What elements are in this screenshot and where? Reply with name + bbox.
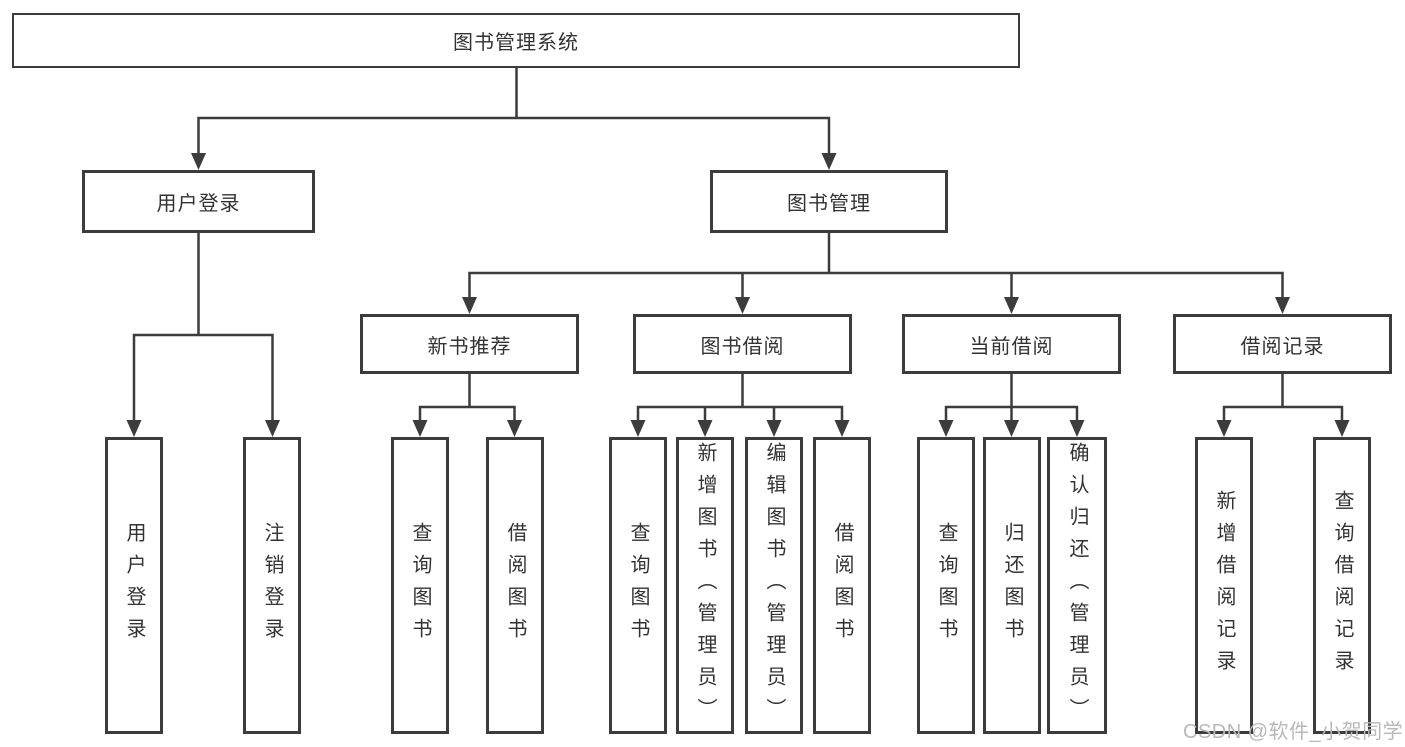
csdn-watermark: CSDN @软件_小贺同学 [1183,721,1404,743]
arrowhead-down-icon [1275,297,1290,314]
arrowhead-down-icon [126,420,142,437]
leaf-query-books-current: 查询图书 [917,437,975,734]
leaf-confirm-return-admin: 确认归还（管理员） [1047,437,1107,734]
node-label: 查询图书 [935,521,957,650]
arrowhead-down-icon [265,420,280,437]
node-new-book-recommend: 新书推荐 [360,314,579,374]
node-label: 归还图书 [1001,521,1023,650]
leaf-query-borrow-record: 查询借阅记录 [1313,437,1371,734]
arrowhead-down-icon [1334,420,1350,437]
leaf-user-login: 用户登录 [105,437,163,734]
arrowhead-down-icon [1069,420,1085,437]
node-label: 图书借阅 [700,335,785,358]
arrowhead-down-icon [1004,297,1019,314]
connector-userlogin-to-leaves [126,233,280,437]
arrowhead-down-icon [191,153,206,170]
node-label: 注销登录 [261,521,283,650]
node-label: 用户登录 [156,193,241,215]
connector-current-to-leaves [938,374,1085,437]
node-label: 当前借阅 [969,335,1054,358]
leaf-query-books-borrowing: 查询图书 [609,437,667,734]
node-current-borrowing: 当前借阅 [902,314,1121,374]
leaf-logout: 注销登录 [243,437,301,734]
node-label: 查询图书 [627,521,649,650]
node-label: 借阅记录 [1240,335,1325,358]
node-label: 新增借阅记录 [1213,489,1235,682]
arrowhead-down-icon [735,297,750,314]
leaf-add-borrow-record: 新增借阅记录 [1195,437,1253,734]
node-label: 图书管理 [787,193,871,215]
connector-borrow-to-leaves [630,374,850,437]
connector-root-to-level2 [191,68,837,170]
arrowhead-down-icon [462,297,477,314]
arrowhead-down-icon [821,153,837,170]
node-label: 新书推荐 [427,335,512,358]
node-book-borrowing: 图书借阅 [633,314,852,374]
node-label: 借阅图书 [831,521,853,650]
arrowhead-down-icon [697,420,713,437]
node-library-management-system: 图书管理系统 [12,13,1020,68]
node-label: 图书管理系统 [453,32,579,54]
arrowhead-down-icon [1216,420,1232,437]
node-label: 查询图书 [409,521,431,650]
arrowhead-down-icon [938,420,954,437]
node-label: 确认归还（管理员） [1066,441,1088,730]
node-label: 用户登录 [123,521,145,650]
node-label: 编辑图书（管理员） [763,441,785,730]
node-label: 查询借阅记录 [1331,489,1353,682]
arrowhead-down-icon [834,420,850,437]
leaf-add-book-admin: 新增图书（管理员） [676,437,734,734]
leaf-borrow-books-recommend: 借阅图书 [486,437,544,734]
leaf-edit-book-admin: 编辑图书（管理员） [745,437,803,734]
node-label: 新增图书（管理员） [694,441,716,730]
connector-bookmgmt-to-level3 [462,233,1290,314]
node-label: 借阅图书 [504,521,526,650]
arrowhead-down-icon [507,420,522,437]
leaf-query-books-recommend: 查询图书 [391,437,449,734]
leaf-borrow-books-borrowing: 借阅图书 [813,437,871,734]
arrowhead-down-icon [630,420,646,437]
node-borrow-records: 借阅记录 [1173,314,1392,374]
leaf-return-book: 归还图书 [983,437,1041,734]
arrowhead-down-icon [1004,420,1019,437]
arrowhead-down-icon [412,420,428,437]
node-user-login: 用户登录 [82,170,315,233]
node-book-management: 图书管理 [710,170,948,233]
arrowhead-down-icon [766,420,782,437]
connector-records-to-leaves [1216,374,1350,437]
connector-newrec-to-leaves [412,374,522,437]
